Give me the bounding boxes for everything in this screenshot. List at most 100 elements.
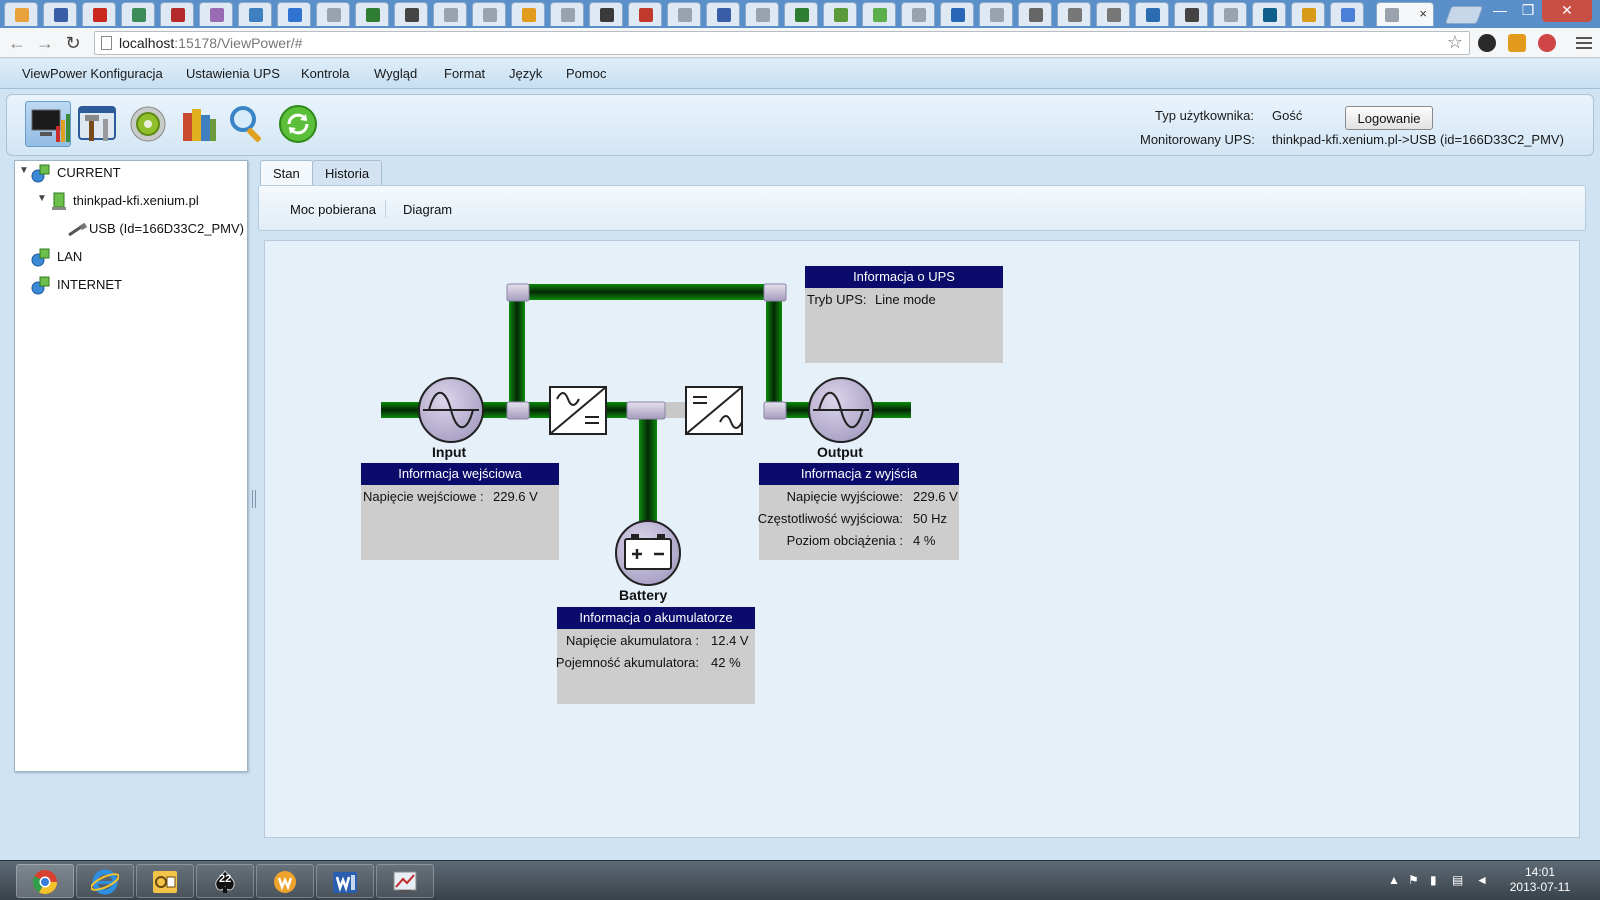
menu-item-format[interactable]: Format	[444, 66, 486, 81]
panel-splitter[interactable]	[252, 490, 256, 508]
subtab-diagram[interactable]: Diagram	[403, 202, 453, 217]
browser-tab[interactable]	[1096, 2, 1130, 26]
outlook-icon	[153, 871, 177, 893]
menu-item-ustawienia-ups[interactable]: Ustawienia UPS	[186, 66, 280, 81]
window-close-button[interactable]: ✕	[1542, 0, 1592, 22]
browser-tab[interactable]	[1291, 2, 1325, 26]
browser-tab[interactable]	[1135, 2, 1169, 26]
browser-tab[interactable]	[1330, 2, 1364, 26]
app-toolbar: Typ użytkownika: Gość Logowanie Monitoro…	[6, 94, 1594, 156]
monitored-ups-label: Monitorowany UPS:	[1140, 132, 1255, 147]
browser-tab[interactable]	[589, 2, 623, 26]
menu-item-konfiguracja[interactable]: ViewPower Konfiguracja	[22, 66, 163, 81]
browser-tab[interactable]	[238, 2, 272, 26]
subtab-moc-pobierana[interactable]: Moc pobierana	[290, 202, 376, 217]
app-taskbar-button[interactable]	[256, 864, 314, 898]
browser-tab[interactable]	[667, 2, 701, 26]
menu-item-jezyk[interactable]: Język	[509, 66, 543, 81]
minimize-button[interactable]: —	[1493, 2, 1507, 18]
url-text: localhost:15178/ViewPower/#	[119, 35, 303, 51]
browser-tab[interactable]	[901, 2, 935, 26]
back-arrow-icon[interactable]: ←	[8, 33, 26, 53]
viewpower-taskbar-button[interactable]	[376, 864, 434, 898]
browser-tab[interactable]	[784, 2, 818, 26]
browser-tab[interactable]	[316, 2, 350, 26]
browser-tab[interactable]	[394, 2, 428, 26]
browser-tab[interactable]	[706, 2, 740, 26]
menu-item-pomoc[interactable]: Pomoc	[566, 66, 607, 81]
browser-tab[interactable]	[1174, 2, 1208, 26]
tab-favicon-icon	[639, 8, 653, 22]
volume-icon[interactable]: ◄	[1476, 873, 1488, 887]
menu-item-kontrola[interactable]: Kontrola	[301, 66, 350, 81]
chrome-icon	[32, 870, 57, 895]
tray-expand-icon[interactable]: ▲	[1388, 873, 1400, 887]
browser-tab[interactable]	[199, 2, 233, 26]
extension-icon[interactable]	[1508, 34, 1526, 52]
reload-icon[interactable]: ↻	[65, 33, 81, 53]
login-button[interactable]: Logowanie	[1345, 106, 1433, 130]
chrome-taskbar-button[interactable]	[16, 864, 74, 898]
outlook-taskbar-button[interactable]	[136, 864, 194, 898]
browser-tab[interactable]	[4, 2, 38, 26]
browser-tab-active[interactable]: ×	[1376, 2, 1434, 26]
battery-label: Battery	[619, 587, 668, 603]
settings-tools-icon[interactable]	[75, 101, 121, 147]
tab-stan[interactable]: Stan	[260, 160, 313, 186]
tab-favicon-icon	[1107, 8, 1121, 22]
browser-tab[interactable]	[862, 2, 896, 26]
tab-favicon-icon	[561, 8, 575, 22]
browser-tab[interactable]	[1213, 2, 1247, 26]
browser-tab[interactable]	[472, 2, 506, 26]
browser-tab[interactable]	[433, 2, 467, 26]
maximize-button[interactable]: ❒	[1521, 2, 1535, 18]
browser-tab[interactable]	[160, 2, 194, 26]
network-tray-icon[interactable]: ▤	[1452, 873, 1464, 887]
browser-tab[interactable]	[82, 2, 116, 26]
data-log-icon[interactable]	[175, 101, 221, 147]
monitor-icon[interactable]	[25, 101, 71, 147]
browser-tab[interactable]	[277, 2, 311, 26]
menu-item-wyglad[interactable]: Wygląd	[374, 66, 418, 81]
expand-toggle-icon[interactable]: ▼	[19, 165, 29, 176]
extension-icon[interactable]	[1538, 34, 1556, 52]
power-icon[interactable]: ▮	[1430, 873, 1437, 887]
browser-tab[interactable]	[745, 2, 779, 26]
new-tab-button[interactable]	[1444, 6, 1484, 24]
browser-tab[interactable]	[550, 2, 584, 26]
ie-taskbar-button[interactable]	[76, 864, 134, 898]
browser-tab[interactable]	[1018, 2, 1052, 26]
line-segment	[605, 402, 627, 418]
app-menubar: ViewPower Konfiguracja Ustawienia UPS Ko…	[0, 59, 1600, 89]
output-load-value: 4 %	[913, 533, 936, 548]
forward-arrow-icon[interactable]: →	[36, 33, 54, 53]
poker-taskbar-button[interactable]: 22	[196, 864, 254, 898]
browser-tab[interactable]	[1252, 2, 1286, 26]
ups-mode-label: Tryb UPS:	[807, 292, 867, 307]
search-icon[interactable]	[225, 101, 271, 147]
refresh-icon[interactable]	[275, 101, 321, 147]
browser-toolbar: ← → ↻ localhost:15178/ViewPower/# ☆	[0, 28, 1600, 58]
browser-tab[interactable]	[43, 2, 77, 26]
browser-tab[interactable]	[940, 2, 974, 26]
system-clock[interactable]: 14:01 2013-07-11	[1500, 865, 1580, 895]
browser-tab[interactable]	[1057, 2, 1091, 26]
tab-close-icon[interactable]: ×	[1419, 6, 1427, 21]
tab-favicon-icon	[210, 8, 224, 22]
browser-tab[interactable]	[628, 2, 662, 26]
address-bar[interactable]: localhost:15178/ViewPower/# ☆	[94, 31, 1470, 55]
browser-tab[interactable]	[979, 2, 1013, 26]
word-taskbar-button[interactable]	[316, 864, 374, 898]
extension-icon[interactable]	[1478, 34, 1496, 52]
action-center-flag-icon[interactable]: ⚑	[1408, 873, 1419, 887]
browser-tab[interactable]	[121, 2, 155, 26]
bookmark-star-icon[interactable]: ☆	[1446, 32, 1463, 52]
browser-tab[interactable]	[355, 2, 389, 26]
browser-tab[interactable]	[511, 2, 545, 26]
tab-historia[interactable]: Historia	[312, 160, 383, 186]
junction-pad	[763, 401, 787, 420]
expand-toggle-icon[interactable]: ▼	[37, 193, 47, 204]
control-gear-icon[interactable]	[125, 101, 171, 147]
browser-tab[interactable]	[823, 2, 857, 26]
browser-menu-icon[interactable]	[1576, 34, 1592, 50]
